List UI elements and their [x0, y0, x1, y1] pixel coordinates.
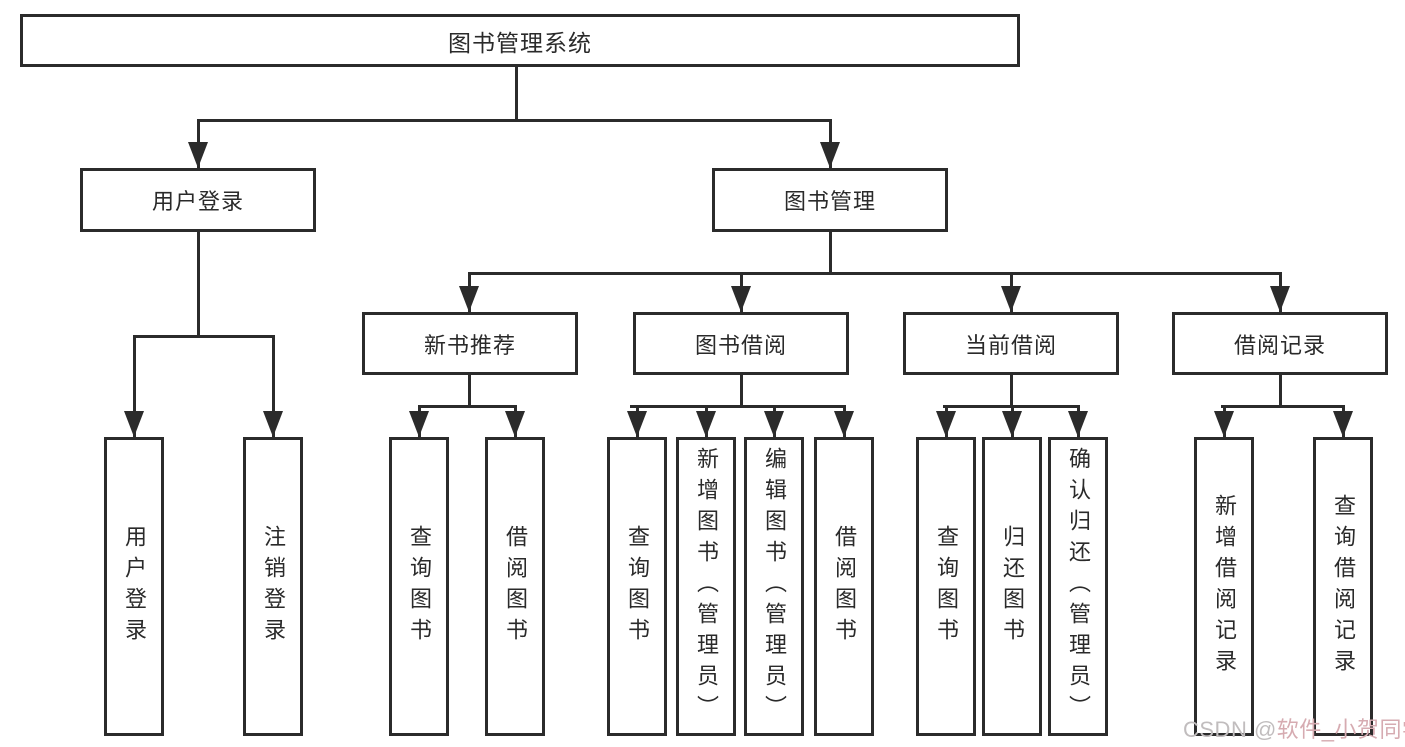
connector-line — [133, 335, 275, 338]
node-current-borrow-label: 当前借阅 — [964, 332, 1057, 358]
arrowhead-icon — [731, 286, 751, 312]
leaf-current-return: 归还图书 — [982, 437, 1042, 736]
connector-line — [630, 405, 846, 408]
arrowhead-icon — [627, 411, 647, 437]
connector-line — [829, 231, 832, 274]
node-user-login-label: 用户登录 — [151, 189, 244, 214]
watermark-author: 软件_小贺同学 — [1276, 717, 1405, 742]
leaf-borrow-edit-admin-label: 编辑图书（管理员） — [762, 447, 787, 726]
connector-line — [1221, 405, 1345, 408]
connector-line — [740, 374, 743, 407]
node-borrow-records: 借阅记录 — [1172, 312, 1388, 375]
connector-line — [197, 119, 832, 122]
arrowhead-icon — [696, 411, 716, 437]
arrowhead-icon — [1214, 411, 1234, 437]
node-book-borrow-label: 图书借阅 — [694, 332, 787, 358]
leaf-records-add: 新增借阅记录 — [1194, 437, 1254, 736]
arrowhead-icon — [1333, 411, 1353, 437]
node-book-borrow: 图书借阅 — [633, 312, 849, 375]
leaf-current-query-label: 查询图书 — [934, 524, 959, 649]
arrowhead-icon — [409, 411, 429, 437]
node-book-management-label: 图书管理 — [783, 189, 876, 214]
node-new-book-recommend: 新书推荐 — [362, 312, 578, 375]
connector-line — [468, 272, 1282, 275]
node-new-book-recommend-label: 新书推荐 — [423, 332, 516, 358]
arrowhead-icon — [188, 142, 208, 168]
leaf-borrow-add-admin-label: 新增图书（管理员） — [694, 447, 719, 726]
connector-line — [418, 405, 517, 408]
node-user-login: 用户登录 — [80, 168, 316, 232]
connector-line — [133, 335, 136, 437]
leaf-user-login: 用户登录 — [104, 437, 164, 736]
arrowhead-icon — [124, 411, 144, 437]
leaf-newbook-query-label: 查询图书 — [407, 524, 432, 649]
leaf-borrow-query-label: 查询图书 — [625, 524, 650, 649]
connector-line — [1279, 374, 1282, 407]
connector-line — [1010, 374, 1013, 407]
leaf-borrow-edit-admin: 编辑图书（管理员） — [744, 437, 804, 736]
leaf-newbook-borrow: 借阅图书 — [485, 437, 545, 736]
node-current-borrow: 当前借阅 — [903, 312, 1119, 375]
arrowhead-icon — [1001, 286, 1021, 312]
leaf-current-confirm-admin-label: 确认归还（管理员） — [1066, 447, 1091, 726]
leaf-current-confirm-admin: 确认归还（管理员） — [1048, 437, 1108, 736]
node-book-management: 图书管理 — [712, 168, 948, 232]
leaf-borrow-add-admin: 新增图书（管理员） — [676, 437, 736, 736]
arrowhead-icon — [1270, 286, 1290, 312]
leaf-newbook-query: 查询图书 — [389, 437, 449, 736]
leaf-logout-label: 注销登录 — [261, 524, 286, 649]
arrowhead-icon — [936, 411, 956, 437]
arrowhead-icon — [764, 411, 784, 437]
leaf-records-query-label: 查询借阅记录 — [1331, 493, 1356, 680]
leaf-logout: 注销登录 — [243, 437, 303, 736]
watermark: CSDN @软件_小贺同学 — [1183, 712, 1405, 744]
leaf-current-query: 查询图书 — [916, 437, 976, 736]
arrowhead-icon — [505, 411, 525, 437]
node-borrow-records-label: 借阅记录 — [1233, 332, 1326, 358]
arrowhead-icon — [820, 142, 840, 168]
leaf-user-login-label: 用户登录 — [122, 524, 147, 649]
leaf-borrow-query: 查询图书 — [607, 437, 667, 736]
leaf-borrow-borrow-label: 借阅图书 — [832, 524, 857, 649]
node-root: 图书管理系统 — [20, 14, 1020, 67]
leaf-records-add-label: 新增借阅记录 — [1212, 493, 1237, 680]
arrowhead-icon — [263, 411, 283, 437]
connector-line — [272, 335, 275, 437]
arrowhead-icon — [1002, 411, 1022, 437]
leaf-records-query: 查询借阅记录 — [1313, 437, 1373, 736]
arrowhead-icon — [1068, 411, 1088, 437]
connector-line — [197, 231, 200, 336]
leaf-newbook-borrow-label: 借阅图书 — [503, 524, 528, 649]
connector-line — [515, 66, 518, 120]
arrowhead-icon — [834, 411, 854, 437]
watermark-prefix: CSDN @ — [1183, 717, 1277, 742]
arrowhead-icon — [459, 286, 479, 312]
connector-line — [468, 374, 471, 407]
leaf-borrow-borrow: 借阅图书 — [814, 437, 874, 736]
node-root-label: 图书管理系统 — [448, 29, 592, 56]
leaf-current-return-label: 归还图书 — [1000, 524, 1025, 649]
